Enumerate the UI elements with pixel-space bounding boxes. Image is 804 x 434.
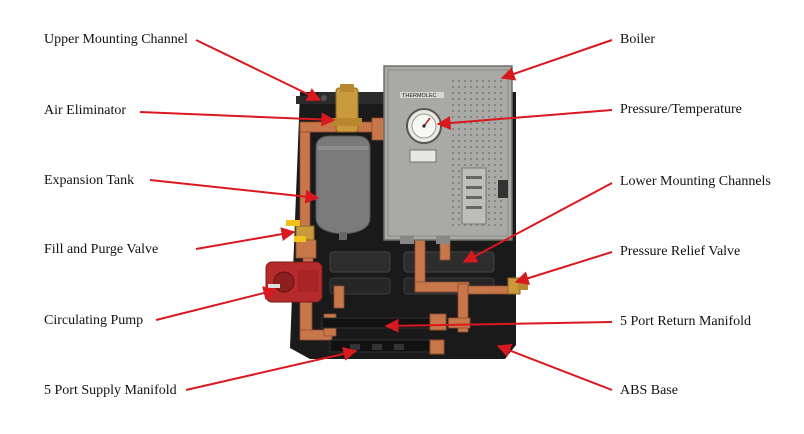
label-expansion-tank: Expansion Tank xyxy=(44,173,135,188)
boiler: THERMOLEC xyxy=(383,65,513,244)
supply-manifold-part xyxy=(329,339,445,355)
label-air-eliminator: Air Eliminator xyxy=(44,103,127,118)
air-eliminator xyxy=(332,84,362,133)
arrow-fill-and-purge-valve xyxy=(195,227,296,250)
label-return-manifold: 5 Port Return Manifold xyxy=(620,314,752,329)
arrow-pressure-relief-valve xyxy=(514,251,613,285)
label-circulating-pump: Circulating Pump xyxy=(44,313,144,328)
arrow-supply-manifold xyxy=(185,346,358,391)
arrow-abs-base xyxy=(496,344,613,391)
callout-arrows xyxy=(139,39,613,391)
label-pressure-temperature: Pressure/Temperature xyxy=(620,102,742,117)
pressure-temperature-gauge xyxy=(406,108,442,144)
arrow-pressure-temperature xyxy=(436,109,613,130)
label-pressure-relief-valve: Pressure Relief Valve xyxy=(620,244,741,259)
label-abs-base: ABS Base xyxy=(620,383,678,398)
label-supply-manifold: 5 Port Supply Manifold xyxy=(44,383,177,398)
arrow-expansion-tank xyxy=(149,179,320,204)
label-lower-mounting-channels: Lower Mounting Channels xyxy=(620,174,771,189)
fill-and-purge-valve xyxy=(286,220,315,242)
expansion-tank xyxy=(315,135,371,240)
boiler-brand: THERMOLEC xyxy=(402,93,437,99)
arrow-return-manifold xyxy=(384,318,613,333)
circulating-pump xyxy=(265,261,323,303)
arrow-circulating-pump xyxy=(155,286,278,321)
label-upper-mounting-channel: Upper Mounting Channel xyxy=(44,32,188,47)
label-fill-and-purge-valve: Fill and Purge Valve xyxy=(44,242,159,257)
arrow-lower-mounting-channels xyxy=(462,182,613,263)
arrow-air-eliminator xyxy=(139,111,336,127)
arrow-boiler xyxy=(500,39,613,81)
arrow-upper-mounting-channel xyxy=(195,39,322,101)
label-boiler: Boiler xyxy=(620,32,655,47)
